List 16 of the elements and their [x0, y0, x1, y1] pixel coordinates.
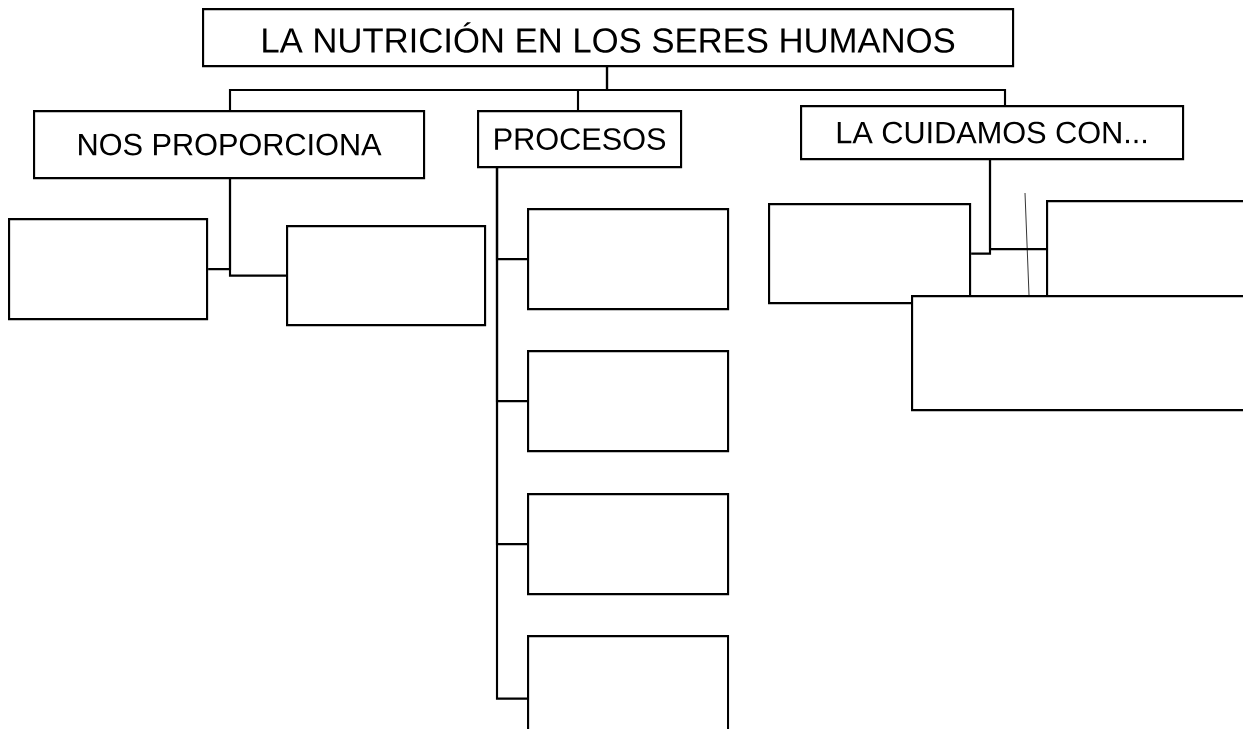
empty-box: [527, 350, 730, 453]
empty-box: [527, 635, 730, 729]
empty-box: [911, 295, 1243, 412]
connector-line: [228, 177, 286, 277]
category-box: NOS PROPORCIONA: [33, 110, 426, 180]
category-box: LA CUIDAMOS CON...: [800, 105, 1185, 161]
title-box: LA NUTRICIÓN EN LOS SERES HUMANOS: [202, 8, 1015, 68]
connector-line: [495, 166, 527, 700]
connector-line: [988, 158, 1046, 251]
empty-box: [8, 218, 209, 321]
category-box: PROCESOS: [477, 110, 683, 169]
empty-box: [286, 225, 487, 327]
empty-box: [768, 203, 972, 305]
connector-line: [605, 65, 1007, 105]
empty-box: [527, 208, 730, 311]
empty-box: [527, 493, 730, 596]
